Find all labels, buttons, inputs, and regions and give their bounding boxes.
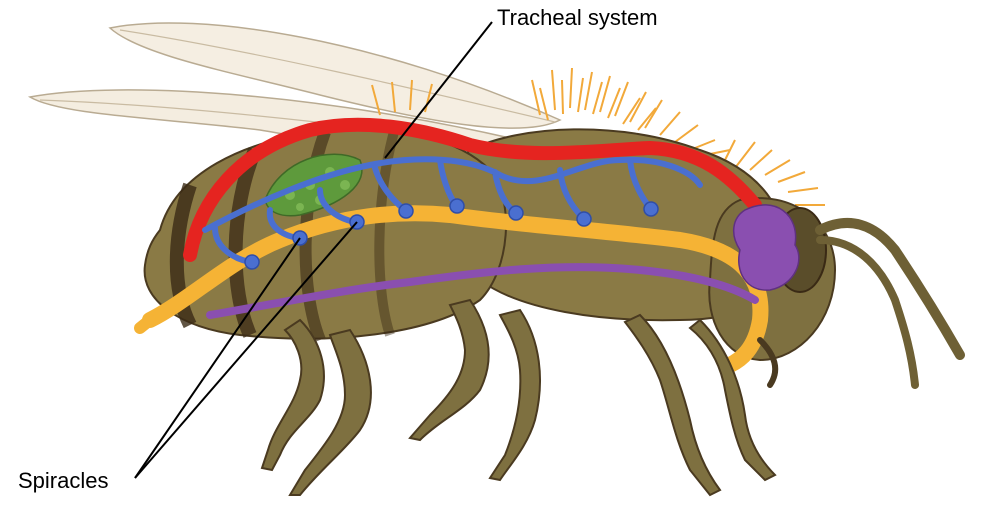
front-leg-2 xyxy=(688,318,777,482)
spiracles-pointer-1 xyxy=(134,237,301,479)
legs xyxy=(260,298,777,497)
tracheal-system-pointer xyxy=(384,21,493,159)
spiracles-pointer-2 xyxy=(134,221,358,479)
front-leg xyxy=(623,313,722,497)
hind-leg-2 xyxy=(288,328,372,496)
spiracle-openings xyxy=(244,198,659,270)
leader-lines xyxy=(134,21,493,479)
antenna xyxy=(815,217,965,360)
hind-wing xyxy=(108,22,562,129)
middle-leg-2 xyxy=(408,298,490,442)
tracheal-system-label: Tracheal system xyxy=(497,5,658,30)
hair xyxy=(371,67,825,206)
hind-leg xyxy=(260,318,325,472)
nerve-cord xyxy=(206,263,759,319)
middle-leg xyxy=(488,308,541,482)
mouthparts xyxy=(757,337,779,388)
dorsal-vessel xyxy=(183,117,762,262)
brain xyxy=(733,204,800,291)
spiracles-label: Spiracles xyxy=(18,468,109,493)
digestive-tract xyxy=(142,205,769,373)
